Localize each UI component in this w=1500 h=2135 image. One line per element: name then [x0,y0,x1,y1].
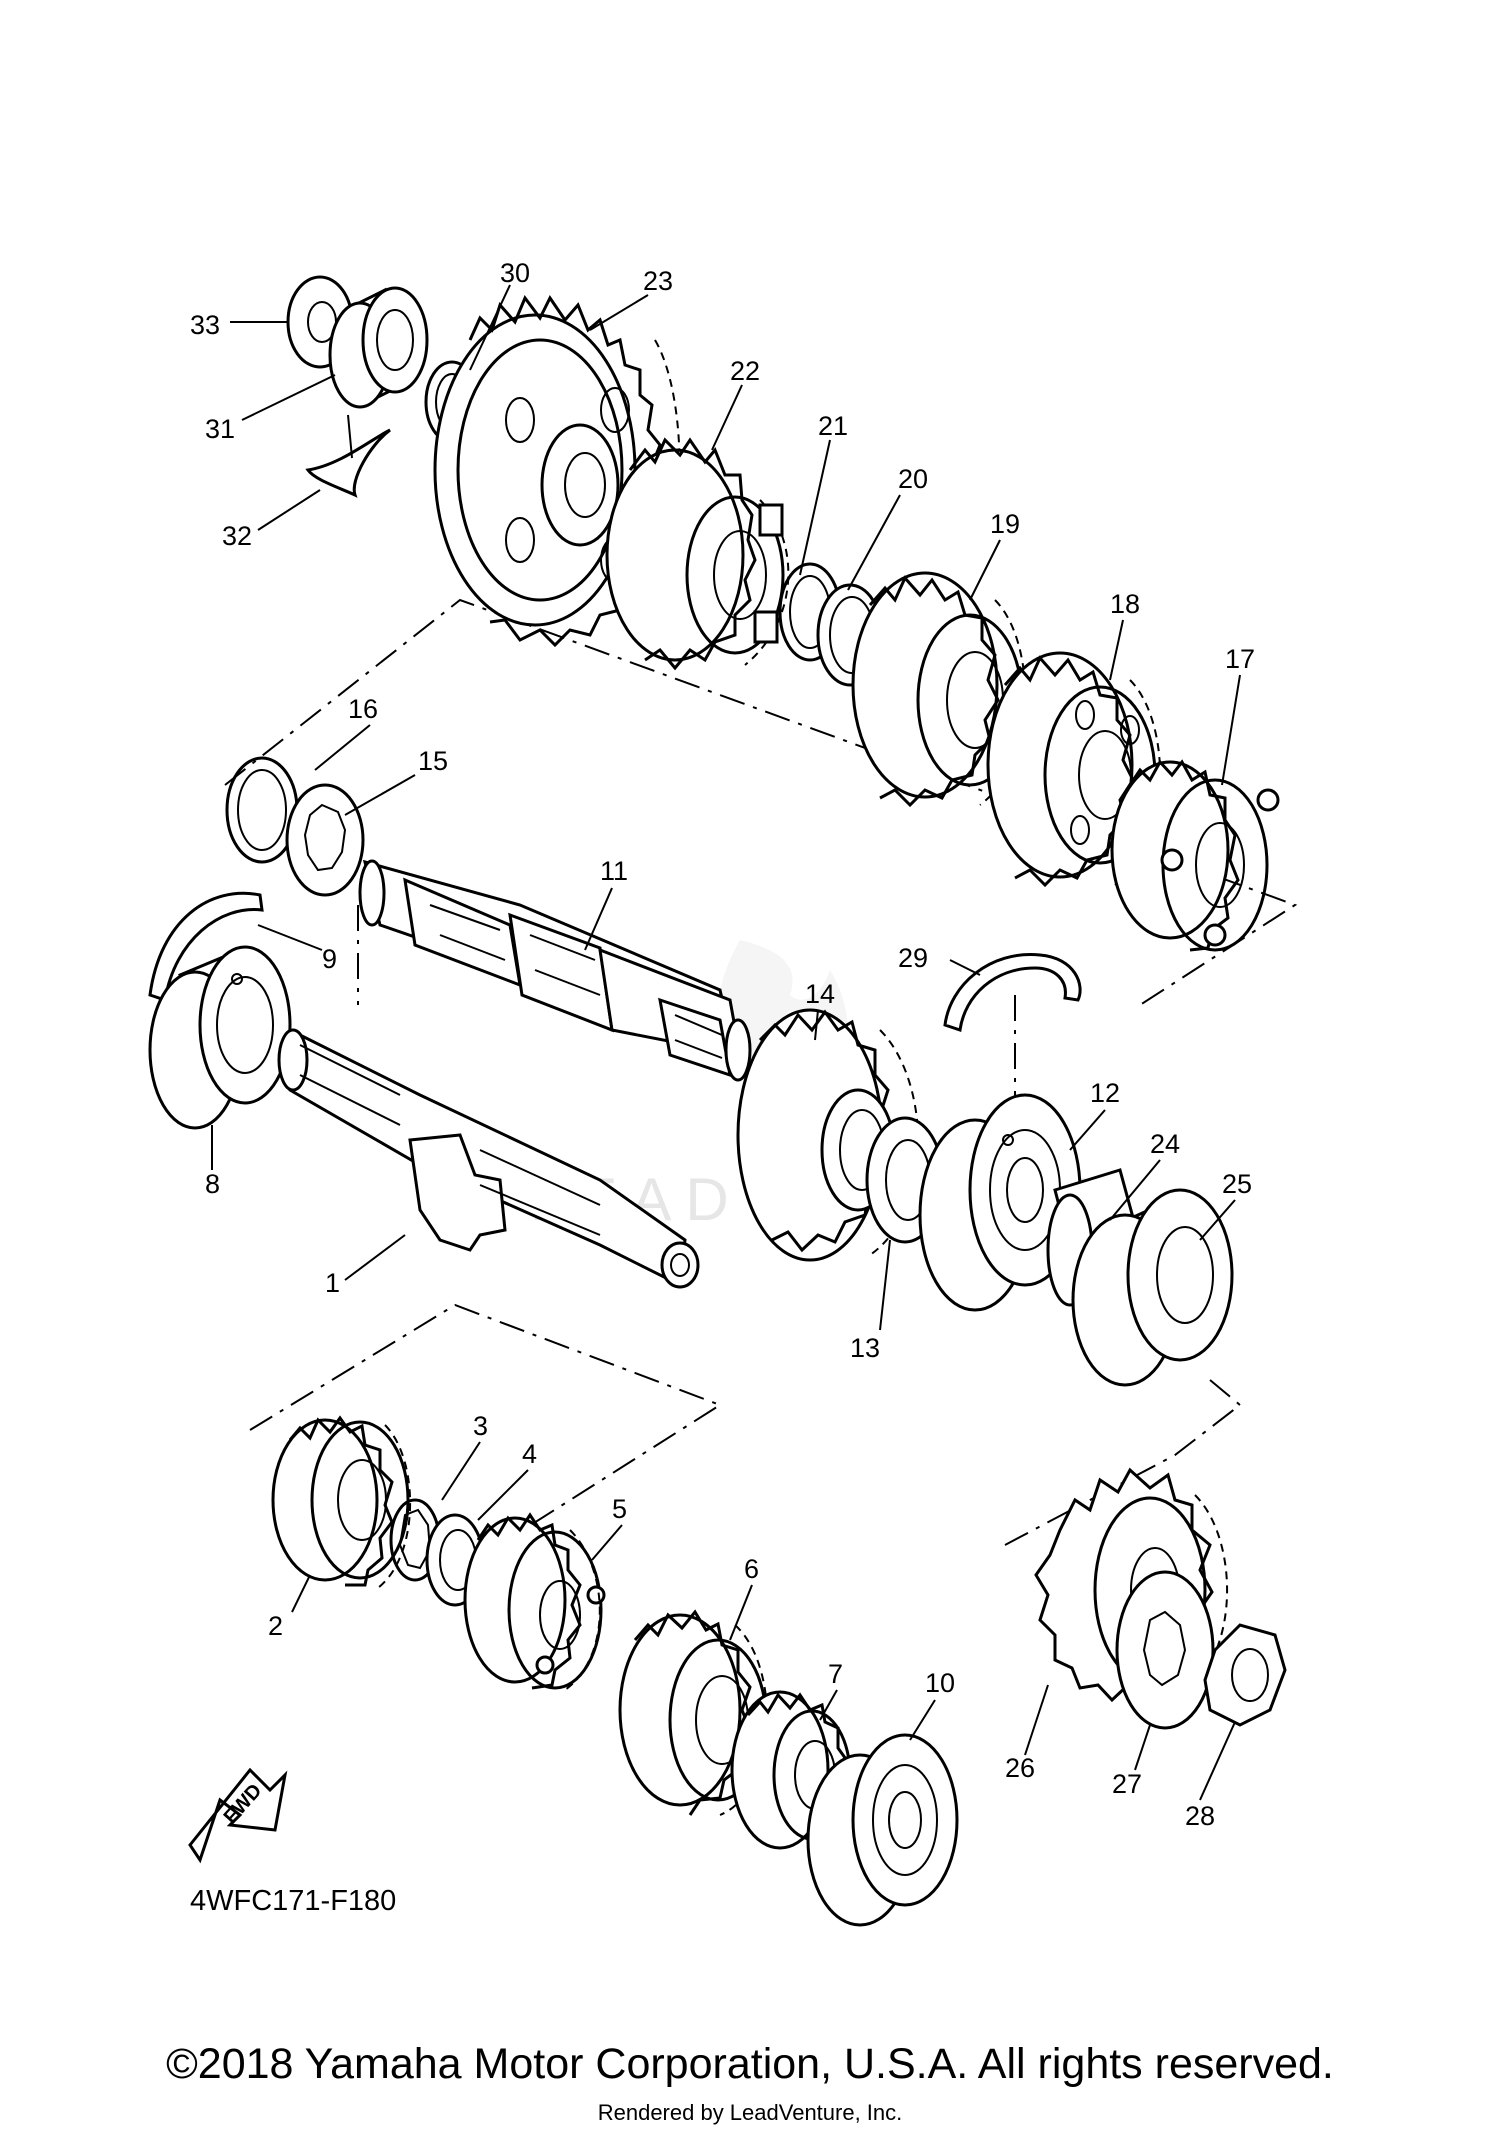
part-32-circlip [305,414,391,498]
callout-13: 13 [850,1333,880,1363]
part-2-gear [271,1415,412,1591]
callout-6: 6 [744,1554,759,1584]
part-14-gear [736,1008,920,1262]
callout-9: 9 [322,944,337,974]
callout-23: 23 [643,266,673,296]
callout-30: 30 [500,258,530,288]
callout-numbers: 33 31 32 30 23 22 21 20 19 18 17 16 15 1… [190,258,1255,1831]
part-28-nut [1203,1623,1287,1727]
callout-29: 29 [898,943,928,973]
callout-12: 12 [1090,1078,1120,1108]
fwd-arrow-icon: FWD [188,1767,288,1864]
callout-3: 3 [473,1411,488,1441]
callout-18: 18 [1110,589,1140,619]
callout-20: 20 [898,464,928,494]
callout-17: 17 [1225,644,1255,674]
part-1-axle [277,1027,700,1289]
part-27-washer [1115,1570,1215,1730]
part-17-gear [1110,759,1280,952]
part-22-gear [605,437,790,671]
callout-32: 32 [222,521,252,551]
part-10-bearing [806,1733,959,1927]
callout-24: 24 [1150,1129,1180,1159]
callout-31: 31 [205,414,235,444]
part-8-bearing [148,945,292,1130]
leader-lines [211,284,1241,1801]
rendered-by-notice: Rendered by LeadVenture, Inc. [597,2100,903,2125]
callout-14: 14 [805,979,835,1009]
callout-21: 21 [818,411,848,441]
callout-7: 7 [828,1659,843,1689]
callout-1: 1 [325,1268,340,1298]
callout-10: 10 [925,1668,955,1698]
callout-8: 8 [205,1169,220,1199]
callout-25: 25 [1222,1169,1252,1199]
callout-33: 33 [190,310,220,340]
part-9-circlip [148,891,264,1002]
diagram-code: 4WFC171-F180 [190,1885,396,1917]
part-5-gear [463,1512,606,1693]
callout-27: 27 [1112,1769,1142,1799]
callout-2: 2 [268,1611,283,1641]
callout-19: 19 [990,509,1020,539]
callout-4: 4 [522,1439,537,1469]
callout-22: 22 [730,356,760,386]
copyright-notice: ©2018 Yamaha Motor Corporation, U.S.A. A… [166,2040,1334,2088]
callout-16: 16 [348,694,378,724]
part-15-washer [285,783,365,897]
part-23-gear [433,295,681,648]
part-11-axle [358,859,752,1082]
part-29-circlip [943,953,1082,1032]
part-31-bearing [328,286,429,409]
callout-15: 15 [418,746,448,776]
callout-26: 26 [1005,1753,1035,1783]
callout-5: 5 [612,1494,627,1524]
callout-11: 11 [600,856,628,886]
callout-28: 28 [1185,1801,1215,1831]
part-6-gear [618,1609,768,1816]
